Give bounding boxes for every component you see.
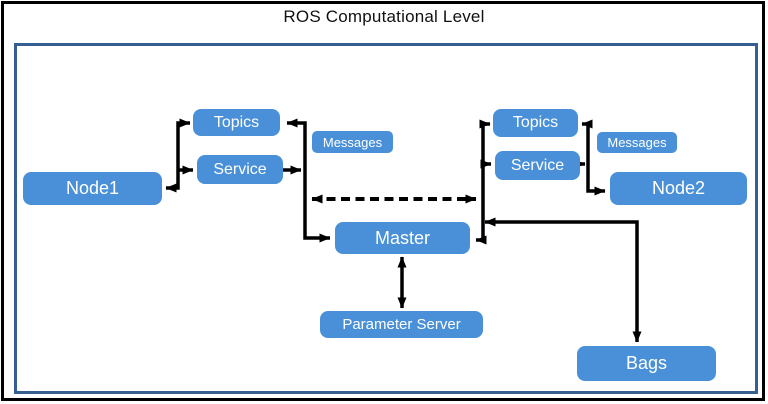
diagram-title: ROS Computational Level [283,7,485,26]
node-node2: Node2 [610,172,747,205]
node-topics-right: Topics [493,109,578,137]
node-bags: Bags [577,346,716,381]
label-messages-left: Messages [312,131,393,153]
node-service-right: Service [495,151,580,180]
label-messages-right: Messages [597,132,677,153]
node-parameter-server: Parameter Server [320,311,483,338]
node-topics-left: Topics [193,109,280,136]
node-service-left: Service [197,155,283,184]
node-master: Master [335,222,470,254]
inner-border [14,43,758,394]
node-node1: Node1 [23,172,162,205]
